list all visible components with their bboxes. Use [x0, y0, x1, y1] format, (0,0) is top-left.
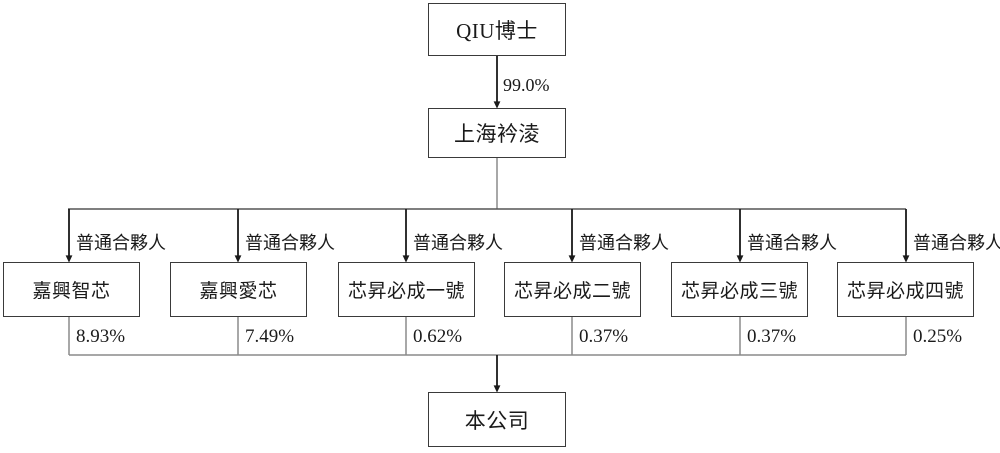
- edge-label-top-to-mid: 99.0%: [503, 75, 550, 95]
- role-label-partner-6: 普通合夥人: [913, 233, 1000, 253]
- node-partner-5-label: 芯昇必成三號: [680, 281, 798, 302]
- role-label-partner-3: 普通合夥人: [413, 233, 503, 253]
- node-partner-1-label: 嘉興智芯: [32, 281, 111, 302]
- role-label-partner-4: 普通合夥人: [579, 233, 669, 253]
- node-partner-1[interactable]: 嘉興智芯: [3, 262, 140, 317]
- percent-label-partner-2: 7.49%: [245, 326, 295, 347]
- percent-label-partner-6: 0.25%: [913, 326, 963, 347]
- node-top-shareholder[interactable]: QIU博士: [428, 3, 566, 56]
- percent-label-partner-5: 0.37%: [747, 326, 797, 347]
- node-partner-2-label: 嘉興愛芯: [199, 281, 278, 302]
- node-partner-4-label: 芯昇必成二號: [513, 281, 631, 302]
- node-bottom-label: 本公司: [464, 408, 530, 433]
- node-top-label: QIU博士: [456, 18, 538, 43]
- node-mid-label: 上海衿淩: [454, 122, 540, 146]
- node-partner-5[interactable]: 芯昇必成三號: [671, 262, 808, 317]
- node-partner-6-label: 芯昇必成四號: [846, 281, 964, 302]
- percent-label-partner-1: 8.93%: [76, 326, 126, 347]
- role-label-partner-5: 普通合夥人: [747, 233, 837, 253]
- node-partner-6[interactable]: 芯昇必成四號: [837, 262, 974, 317]
- node-mid-holding[interactable]: 上海衿淩: [428, 108, 566, 158]
- node-bottom-company[interactable]: 本公司: [428, 392, 566, 447]
- role-label-partner-2: 普通合夥人: [245, 233, 335, 253]
- percent-label-partner-4: 0.37%: [579, 326, 629, 347]
- node-partner-3[interactable]: 芯昇必成一號: [338, 262, 475, 317]
- node-partner-3-label: 芯昇必成一號: [347, 281, 465, 302]
- role-label-partner-1: 普通合夥人: [76, 233, 166, 253]
- node-partner-2[interactable]: 嘉興愛芯: [170, 262, 307, 317]
- percent-label-partner-3: 0.62%: [413, 326, 463, 347]
- node-partner-4[interactable]: 芯昇必成二號: [504, 262, 641, 317]
